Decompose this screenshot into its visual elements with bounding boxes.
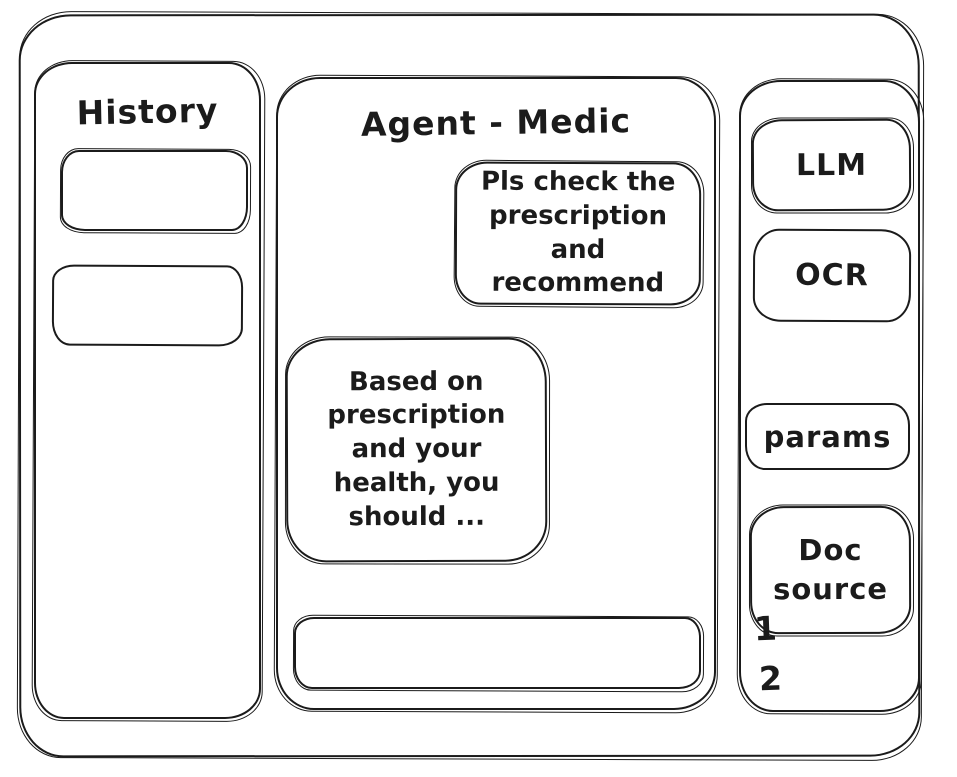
message-input[interactable]	[294, 617, 701, 689]
doc-source-button-label: Doc source	[773, 532, 889, 607]
params-button[interactable]: params	[745, 403, 910, 470]
doc-source-item-2[interactable]: 2	[758, 658, 783, 699]
params-button-label: params	[763, 419, 892, 454]
chat-panel-title: Agent - Medic	[360, 101, 632, 144]
llm-button[interactable]: LLM	[751, 118, 912, 212]
assistant-message-bubble: Based on prescription and your health, y…	[285, 337, 548, 563]
history-item[interactable]	[51, 264, 244, 347]
doc-source-item-1[interactable]: 1	[753, 608, 778, 649]
user-message-text: Pls check the prescription and recommend	[480, 166, 676, 299]
tools-panel: LLM OCR params Doc source 1 2	[739, 80, 920, 712]
ocr-button[interactable]: OCR	[752, 228, 912, 323]
ocr-button-label: OCR	[795, 257, 869, 294]
assistant-message-text: Based on prescription and your health, y…	[327, 366, 506, 532]
chat-panel: Agent - Medic Pls check the prescription…	[276, 77, 716, 710]
history-panel-title: History	[76, 90, 219, 133]
history-item[interactable]	[61, 150, 248, 231]
user-message-bubble: Pls check the prescription and recommend	[454, 161, 702, 306]
llm-button-label: LLM	[795, 147, 868, 183]
